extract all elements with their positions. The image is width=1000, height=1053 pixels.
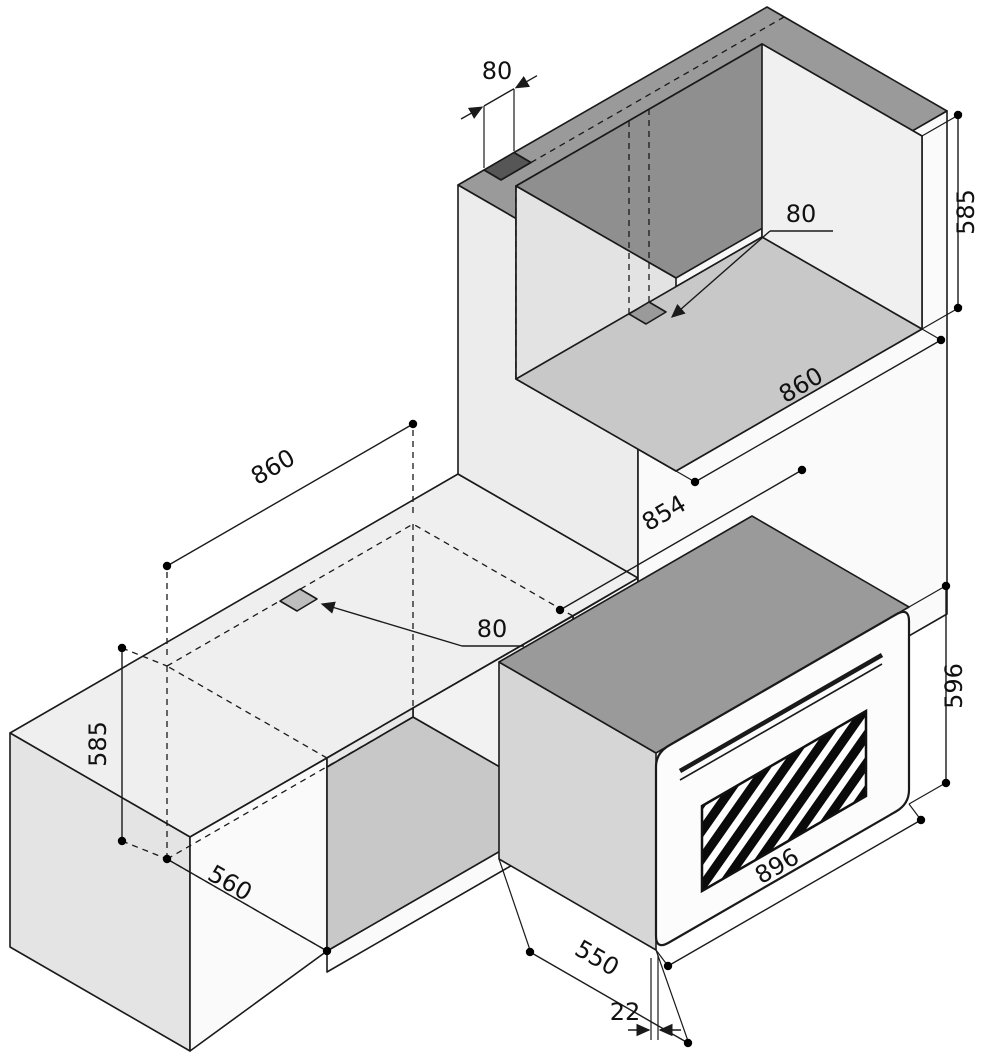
dim-label-upper-niche-height: 585 <box>952 189 980 235</box>
dim-label-oven-depth: 550 <box>570 934 624 981</box>
upper-vent-notch <box>628 301 667 325</box>
upper-niche-hidden-edges <box>515 16 785 472</box>
lower-vent-notch <box>279 588 318 612</box>
oven-door-glass <box>700 708 868 894</box>
oven <box>498 515 911 951</box>
dim-label-lower-niche-height: 585 <box>84 721 112 767</box>
dim-label-upper-vent: 80 <box>786 200 817 228</box>
oven-handle-shadow <box>679 663 883 781</box>
oven-handle <box>678 653 884 773</box>
dim-label-top-vent: 80 <box>482 57 513 85</box>
dim-label-oven-height: 596 <box>940 663 968 709</box>
dimension-graphics <box>117 75 963 1048</box>
lower-niche-back-wall <box>326 707 414 768</box>
dim-label-lower-vent: 80 <box>477 615 508 643</box>
dim-label-lower-niche-width: 860 <box>246 443 300 490</box>
upper-niche-right-wall <box>761 43 923 330</box>
dim-label-front-overhang: 22 <box>610 998 641 1026</box>
